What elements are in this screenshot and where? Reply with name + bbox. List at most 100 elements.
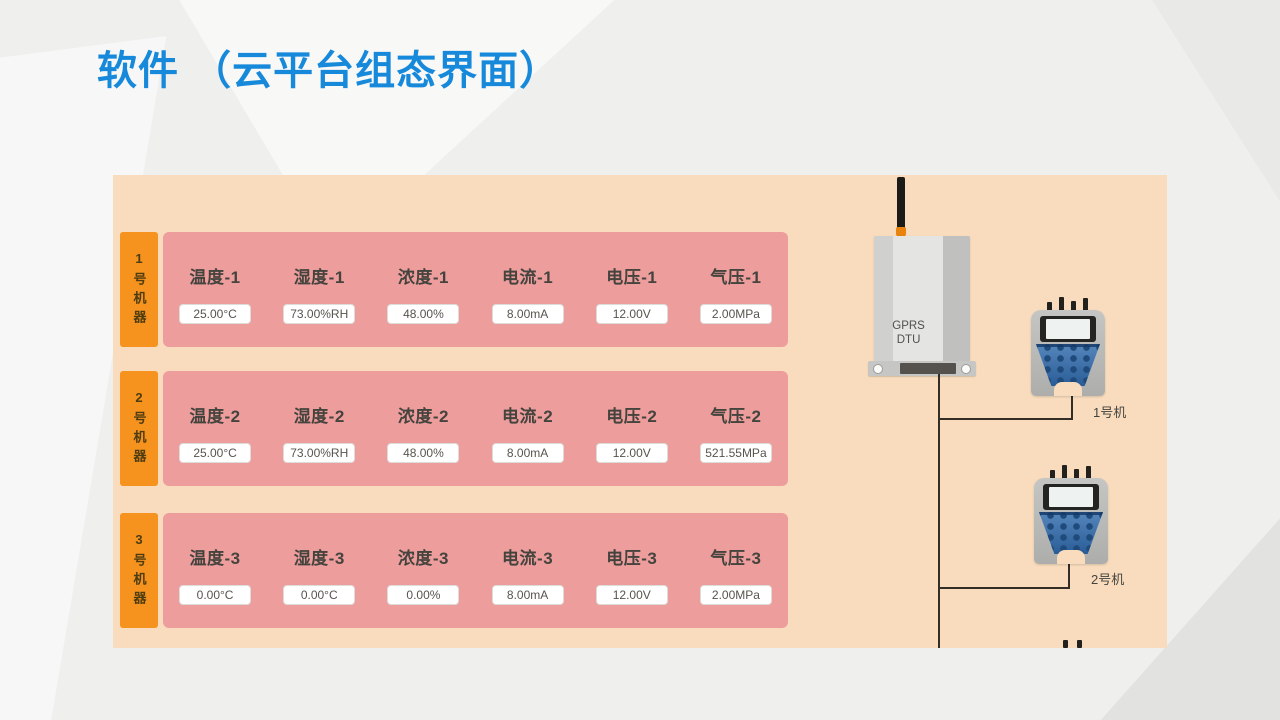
device-pin-icon	[1062, 465, 1067, 479]
partial-device-pins	[1063, 640, 1068, 648]
sensor-cell: 湿度-1 73.00%RH	[267, 232, 371, 347]
sensor-value-display[interactable]: 2.00MPa	[699, 304, 772, 324]
sensor-value-display[interactable]: 8.00mA	[491, 304, 564, 324]
device-screen-band	[1040, 316, 1096, 342]
sensor-cell: 温度-1 25.00°C	[163, 232, 267, 347]
machine-2-tab[interactable]: 2号机器	[120, 371, 158, 486]
sensor-value-display[interactable]: 12.00V	[595, 443, 668, 463]
machine-1-tab[interactable]: 1号机器	[120, 232, 158, 347]
sensor-label: 湿度-1	[293, 268, 345, 287]
device-pin-icon	[1083, 298, 1088, 311]
sensor-cell: 湿度-3 0.00°C	[267, 513, 371, 628]
machine-3-tab[interactable]: 3号机器	[120, 513, 158, 628]
sensor-label: 气压-2	[710, 407, 762, 426]
sensor-label: 温度-1	[189, 268, 241, 287]
sensor-label: 湿度-3	[293, 549, 345, 568]
field-device-1	[1031, 296, 1105, 396]
device-body	[1034, 478, 1108, 564]
device-pin-icon	[1047, 302, 1052, 311]
sensor-label: 气压-1	[710, 268, 762, 287]
sensor-value-display[interactable]: 25.00°C	[179, 304, 252, 324]
dtu-port	[900, 363, 956, 374]
wire-branch2-vertical	[1068, 563, 1070, 589]
sensor-label: 湿度-2	[293, 407, 345, 426]
wire-branch2-horizontal	[938, 587, 1070, 589]
sensor-cell: 电流-2 8.00mA	[476, 371, 580, 486]
scada-config-panel: 1号机器 温度-1 25.00°C 湿度-1 73.00%RH 浓度-1 48.…	[113, 175, 1167, 648]
sensor-label: 电压-3	[606, 549, 658, 568]
machine-3-sensor-panel: 温度-3 0.00°C 湿度-3 0.00°C 浓度-3 0.00% 电流-3 …	[163, 513, 788, 628]
device-screen-band	[1043, 484, 1099, 510]
sensor-value-display[interactable]: 2.00MPa	[699, 585, 772, 605]
sensor-cell: 气压-3 2.00MPa	[684, 513, 788, 628]
device-screen	[1046, 319, 1090, 339]
sensor-value-display[interactable]: 0.00°C	[179, 585, 252, 605]
sensor-value-display[interactable]: 25.00°C	[179, 443, 252, 463]
sensor-label: 浓度-2	[397, 407, 449, 426]
sensor-value-display[interactable]: 73.00%RH	[283, 443, 356, 463]
sensor-cell: 温度-3 0.00°C	[163, 513, 267, 628]
dtu-antenna-icon	[897, 177, 905, 237]
sensor-label: 浓度-1	[397, 268, 449, 287]
device-pin-icon	[1059, 297, 1064, 311]
sensor-value-display[interactable]: 521.55MPa	[699, 443, 772, 463]
sensor-value-display[interactable]: 73.00%RH	[283, 304, 356, 324]
sensor-value-display[interactable]: 12.00V	[595, 304, 668, 324]
device-keypad	[1039, 512, 1103, 554]
dtu-label: GPRS DTU	[892, 320, 925, 347]
sensor-label: 电流-3	[502, 549, 554, 568]
device-pin-icon	[1086, 466, 1091, 479]
sensor-label: 温度-3	[189, 549, 241, 568]
device-pin-icon	[1050, 470, 1055, 479]
sensor-label: 气压-3	[710, 549, 762, 568]
machine-3-row: 3号机器 温度-3 0.00°C 湿度-3 0.00°C 浓度-3 0.00% …	[113, 513, 1167, 628]
sensor-label: 浓度-3	[397, 549, 449, 568]
sensor-label: 电流-1	[502, 268, 554, 287]
sensor-value-display[interactable]: 48.00%	[387, 304, 460, 324]
sensor-cell: 电流-3 8.00mA	[476, 513, 580, 628]
dtu-antenna-ring-icon	[896, 227, 906, 236]
screw-icon	[961, 363, 971, 374]
sensor-cell: 电压-1 12.00V	[580, 232, 684, 347]
device-pin-icon	[1074, 469, 1079, 479]
partial-device-pins	[1077, 640, 1082, 648]
sensor-label: 温度-2	[189, 407, 241, 426]
device-keypad	[1036, 344, 1100, 386]
sensor-value-display[interactable]: 12.00V	[595, 585, 668, 605]
machine-1-sensor-panel: 温度-1 25.00°C 湿度-1 73.00%RH 浓度-1 48.00% 电…	[163, 232, 788, 347]
field-device-2	[1034, 464, 1108, 564]
machine-2-row: 2号机器 温度-2 25.00°C 湿度-2 73.00%RH 浓度-2 48.…	[113, 371, 1167, 486]
sensor-label: 电压-1	[606, 268, 658, 287]
sensor-label: 电流-2	[502, 407, 554, 426]
sensor-value-display[interactable]: 0.00%	[387, 585, 460, 605]
device-leg-notch	[1057, 550, 1085, 564]
sensor-value-display[interactable]: 8.00mA	[491, 443, 564, 463]
screw-icon	[873, 363, 883, 374]
sensor-cell: 浓度-3 0.00%	[371, 513, 475, 628]
sensor-cell: 气压-2 521.55MPa	[684, 371, 788, 486]
sensor-cell: 浓度-1 48.00%	[371, 232, 475, 347]
dtu-mounting-bracket	[868, 361, 976, 376]
sensor-cell: 气压-1 2.00MPa	[684, 232, 788, 347]
sensor-cell: 浓度-2 48.00%	[371, 371, 475, 486]
sensor-cell: 电流-1 8.00mA	[476, 232, 580, 347]
wire-trunk	[938, 374, 940, 648]
sensor-value-display[interactable]: 48.00%	[387, 443, 460, 463]
page-title: 软件 （云平台组态界面）	[97, 49, 561, 93]
machine-2-sensor-panel: 温度-2 25.00°C 湿度-2 73.00%RH 浓度-2 48.00% 电…	[163, 371, 788, 486]
wire-branch1-vertical	[1071, 396, 1073, 420]
sensor-value-display[interactable]: 8.00mA	[491, 585, 564, 605]
device-1-label: 1号机	[1093, 405, 1127, 420]
wire-branch1-horizontal	[938, 418, 1073, 420]
sensor-label: 电压-2	[606, 407, 658, 426]
sensor-cell: 电压-3 12.00V	[580, 513, 684, 628]
device-leg-notch	[1054, 382, 1082, 396]
sensor-value-display[interactable]: 0.00°C	[283, 585, 356, 605]
sensor-cell: 温度-2 25.00°C	[163, 371, 267, 486]
sensor-cell: 湿度-2 73.00%RH	[267, 371, 371, 486]
device-pin-icon	[1071, 301, 1076, 311]
device-screen	[1049, 487, 1093, 507]
machine-1-row: 1号机器 温度-1 25.00°C 湿度-1 73.00%RH 浓度-1 48.…	[113, 232, 1167, 347]
sensor-cell: 电压-2 12.00V	[580, 371, 684, 486]
